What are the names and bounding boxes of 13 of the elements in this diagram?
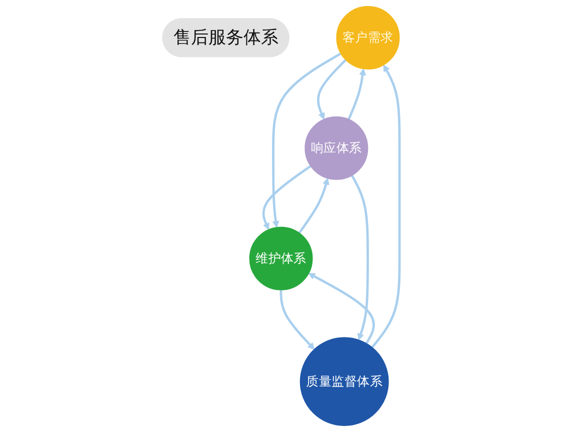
node-circle: 客户需求	[336, 6, 400, 70]
node-circle: 响应体系	[305, 116, 369, 180]
node-circle: 维护体系	[250, 226, 314, 290]
arrow	[351, 174, 370, 340]
arrow	[348, 68, 366, 120]
arrow	[272, 52, 342, 228]
arrow	[317, 59, 347, 120]
arrow	[280, 290, 315, 350]
arrow	[262, 165, 312, 230]
node-circle: 质量监督体系	[300, 337, 390, 426]
arrow	[298, 178, 330, 234]
arrow	[308, 273, 376, 344]
arrow	[372, 64, 402, 348]
